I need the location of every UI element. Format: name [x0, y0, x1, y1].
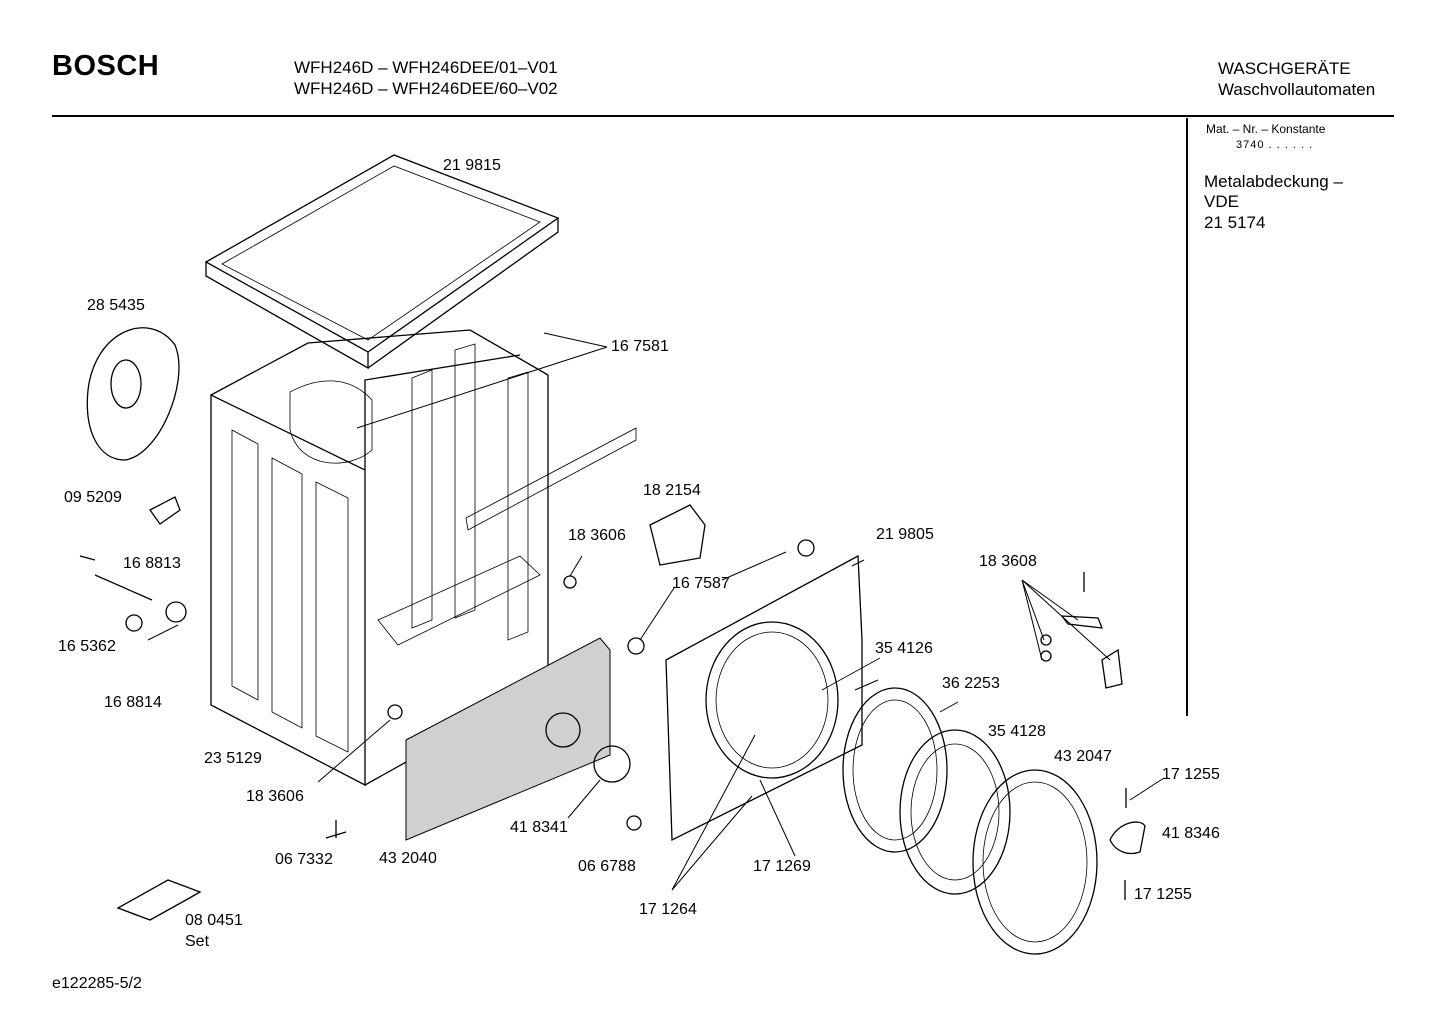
sidebar-note-line-2: VDE — [1204, 192, 1239, 211]
part-label-182154: 18 2154 — [643, 482, 701, 499]
part-label-171255-b: 17 1255 — [1134, 886, 1192, 903]
back-seal-shape — [86, 327, 180, 461]
part-label-354126: 35 4126 — [875, 640, 933, 657]
sidebar-divider — [1186, 118, 1188, 716]
part-label-080451: 08 0451 — [185, 912, 243, 929]
part-label-183608: 18 3608 — [979, 553, 1037, 570]
part-label-235129: 23 5129 — [204, 750, 262, 767]
sidebar-note-line-1: Metalabdeckung – — [1204, 172, 1343, 191]
drawing-code: e122285-5/2 — [52, 975, 142, 992]
part-label-183606-b: 18 3606 — [246, 788, 304, 805]
part-label-432047: 43 2047 — [1054, 748, 1112, 765]
part-label-171269: 17 1269 — [753, 858, 811, 875]
part-label-432040: 43 2040 — [379, 850, 437, 867]
model-line-1: WFH246D – WFH246DEE/01–V01 — [294, 58, 558, 77]
part-label-285435: 28 5435 — [87, 297, 145, 314]
category-line-1: WASCHGERÄTE — [1218, 59, 1351, 78]
sidebar-note-line-3: 21 5174 — [1204, 213, 1266, 232]
part-label-066788: 06 6788 — [578, 858, 636, 875]
part-label-171264: 17 1264 — [639, 901, 697, 918]
part-label-067332: 06 7332 — [275, 851, 333, 868]
part-label-095209: 09 5209 — [64, 489, 122, 506]
mat-number-value: 3740 . . . . . . — [1236, 139, 1314, 151]
part-label-167587: 16 7587 — [672, 575, 730, 592]
part-label-171255-a: 17 1255 — [1162, 766, 1220, 783]
model-line-2: WFH246D – WFH246DEE/60–V02 — [294, 79, 558, 98]
part-label-219805: 21 9805 — [876, 526, 934, 543]
door-rings-shape — [842, 687, 1098, 955]
part-label-168813: 16 8813 — [123, 555, 181, 572]
category-line-2: Waschvollautomaten — [1218, 80, 1376, 99]
header-divider — [52, 115, 1394, 117]
part-label-354128: 35 4128 — [988, 723, 1046, 740]
part-label-418341: 41 8341 — [510, 819, 568, 836]
part-label-362253: 36 2253 — [942, 675, 1000, 692]
door-frame-shape — [665, 554, 863, 842]
part-label-080451-set: Set — [185, 933, 210, 950]
part-label-167581: 16 7581 — [611, 338, 669, 355]
part-label-183606-a: 18 3606 — [568, 527, 626, 544]
brand-logo: BOSCH — [52, 50, 160, 82]
part-label-418346: 41 8346 — [1162, 825, 1220, 842]
top-cover-shape — [204, 154, 560, 370]
leader-lines — [147, 332, 1165, 891]
front-panel-shape — [405, 637, 611, 841]
part-label-219815: 21 9815 — [443, 157, 501, 174]
part-label-165362: 16 5362 — [58, 638, 116, 655]
part-label-168814: 16 8814 — [104, 694, 162, 711]
mat-number-label: Mat. – Nr. – Konstante — [1206, 122, 1326, 136]
